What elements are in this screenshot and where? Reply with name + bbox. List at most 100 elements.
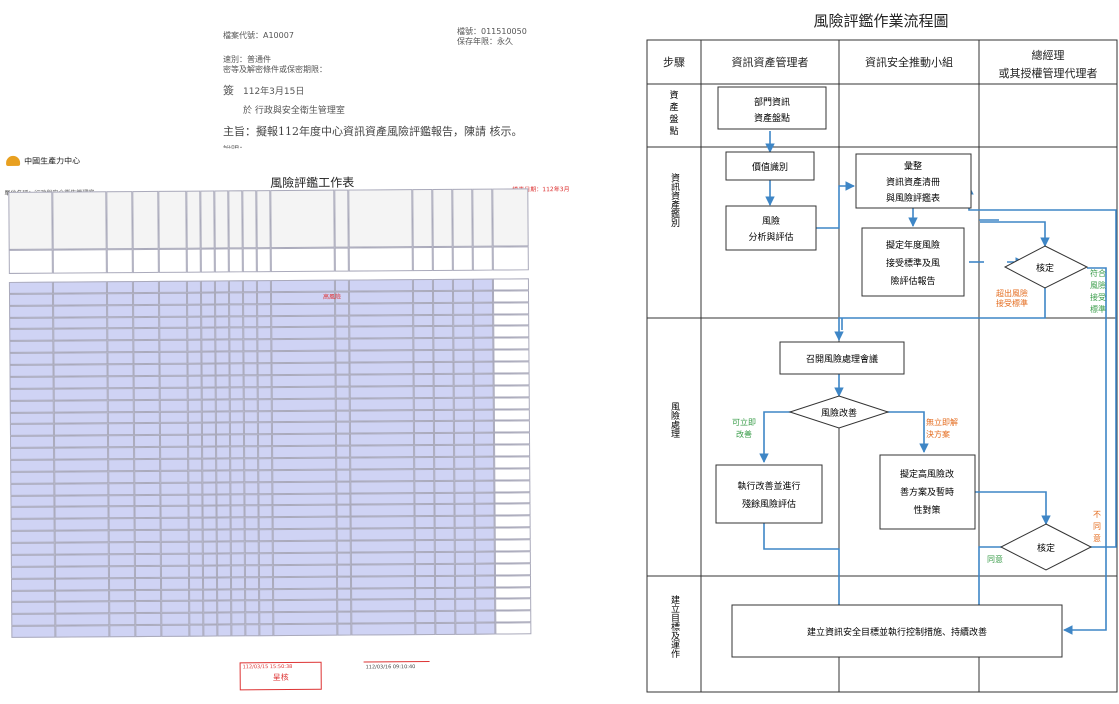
- grid-row-cell: [214, 280, 229, 293]
- grid-row-cell: [257, 315, 272, 328]
- box-exec-line2: 殘餘風險評估: [742, 498, 796, 510]
- grid-row-cell: [230, 493, 245, 506]
- grid-row-cell: [203, 624, 218, 637]
- grid-row-cell: [257, 303, 272, 316]
- grid-row-cell: [273, 600, 338, 613]
- grid-row-cell: [202, 458, 217, 471]
- grid-row-cell: [453, 349, 474, 362]
- grid-row-cell: [271, 338, 336, 352]
- grid-row-cell: [230, 446, 245, 459]
- grid-row-cell: [133, 292, 160, 305]
- grid-row-cell: [413, 421, 434, 434]
- grid-row-cell: [202, 517, 217, 530]
- grid-row-cell: [133, 304, 160, 317]
- diamond-improve-text: 風險改善: [821, 407, 857, 419]
- grid-row-cell: [53, 364, 108, 377]
- grid-row-cell: [216, 470, 231, 483]
- grid-row-cell: [271, 315, 336, 328]
- grid-row-cell: [472, 278, 493, 291]
- grid-row-cell: [201, 387, 216, 400]
- grid-row-cell: [414, 445, 435, 458]
- box-meeting-text: 召開風險處理會議: [806, 353, 878, 365]
- red-mark: 高風險: [323, 293, 342, 301]
- svg-text:產: 產: [669, 101, 678, 113]
- grid-row-cell: [473, 326, 494, 339]
- grid-row-cell: [337, 611, 352, 624]
- grid-row-cell: [272, 457, 337, 470]
- grid-row-cell: [453, 432, 475, 445]
- box-final-objectives: [731, 604, 1063, 658]
- grid-summary-cell: [270, 247, 335, 273]
- grid-row-cell: [475, 622, 496, 635]
- grid-row-cell: [159, 423, 188, 436]
- grid-row-cell: [336, 516, 351, 529]
- grid-row-cell: [231, 624, 246, 637]
- grid-row-cell: [9, 352, 54, 365]
- grid-row-cell: [493, 361, 530, 374]
- grid-row-cell: [494, 444, 531, 457]
- grid-row-cell: [216, 517, 231, 530]
- connectors: [759, 131, 1117, 635]
- grid-row-cell: [270, 279, 335, 292]
- grid-row-cell: [215, 387, 230, 400]
- memo-file-code: 檔案代號：A10007: [223, 31, 294, 40]
- grid-row-cell: [10, 578, 56, 591]
- grid-row-cell: [229, 387, 244, 400]
- grid-row-cell: [200, 280, 215, 293]
- grid-row-cell: [107, 304, 134, 317]
- grid-row-cell: [351, 611, 416, 624]
- grid-row-cell: [335, 303, 350, 316]
- grid-row-cell: [473, 302, 494, 315]
- grid-row-cell: [201, 422, 216, 435]
- label-agree: 同意: [987, 554, 1003, 564]
- grid-row-cell: [109, 601, 136, 614]
- grid-row-cell: [243, 315, 258, 328]
- grid-row-cell: [134, 470, 161, 483]
- grid-row-cell: [159, 292, 188, 305]
- grid-row-cell: [159, 351, 188, 364]
- grid-row-cell: [54, 447, 109, 460]
- grid-row-cell: [336, 576, 352, 589]
- grid-row-cell: [201, 375, 216, 388]
- grid-row-cell: [54, 506, 109, 519]
- grid-row-cell: [188, 517, 203, 530]
- grid-row-cell: [454, 527, 475, 540]
- grid-row-cell: [455, 622, 476, 635]
- grid-row-cell: [453, 397, 474, 410]
- grid-row-cell: [257, 363, 272, 376]
- grid-row-cell: [229, 375, 244, 388]
- box-plan-line2: 善方案及暫時: [900, 486, 954, 498]
- grid-row-cell: [9, 376, 54, 389]
- grid-row-cell: [335, 421, 350, 434]
- memo-retention: 保存年限：永久: [457, 37, 513, 46]
- grid-row-cell: [415, 599, 436, 612]
- memo-secrecy: 密等及解密條件或保密期限：: [223, 65, 327, 74]
- grid-row-cell: [108, 482, 135, 495]
- grid-row-cell: [473, 361, 494, 374]
- grid-row-cell: [495, 586, 532, 599]
- grid-row-cell: [244, 493, 259, 506]
- grid-row-cell: [474, 444, 495, 457]
- grid-row-cell: [350, 468, 415, 482]
- grid-row-cell: [257, 375, 272, 387]
- grid-row-cell: [475, 598, 496, 611]
- grid-summary-cell: [52, 249, 107, 274]
- grid-row-cell: [229, 398, 244, 411]
- grid-row-cell: [494, 468, 531, 481]
- grid-row-cell: [348, 290, 414, 304]
- grid-row-cell: [350, 563, 415, 577]
- grid-row-cell: [271, 327, 336, 340]
- grid-row-cell: [187, 351, 202, 364]
- grid-row-cell: [11, 613, 56, 627]
- grid-row-cell: [259, 588, 274, 601]
- grid-row-cell: [215, 422, 230, 435]
- grid-row-cell: [414, 575, 436, 588]
- grid-row-cell: [9, 305, 54, 318]
- grid-row-cell: [243, 398, 258, 411]
- grid-summary-cell: [452, 246, 473, 271]
- grid-row-cell: [495, 598, 532, 611]
- grid-row-cell: [351, 599, 416, 612]
- grid-row-cell: [229, 422, 244, 435]
- box-risk-analysis: [725, 205, 817, 251]
- grid-row-cell: [493, 349, 530, 362]
